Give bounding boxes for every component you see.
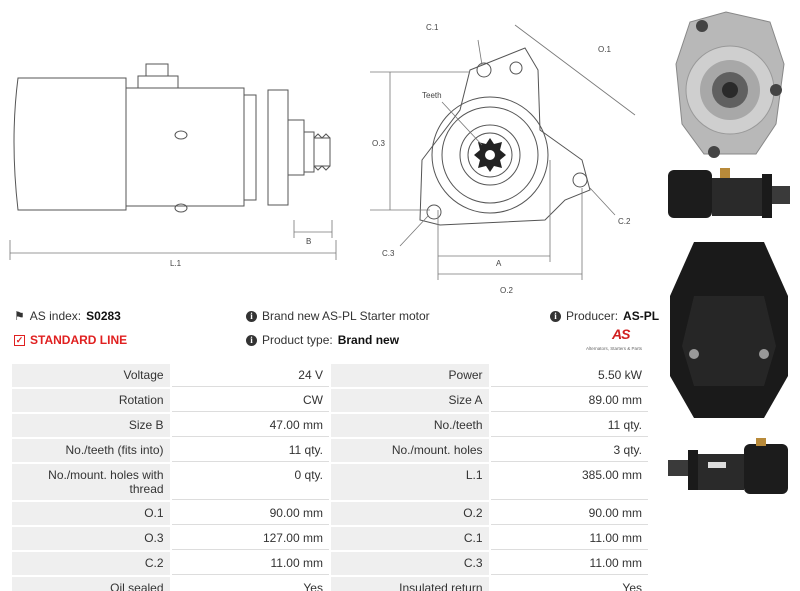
dim-o3-label: O.3 [372, 139, 385, 148]
spec-label: C.2 [12, 552, 170, 575]
spec-label: No./teeth [330, 414, 489, 437]
spec-label: O.2 [330, 502, 489, 525]
brand-row: i Brand new AS-PL Starter motor [246, 309, 430, 323]
spec-label: Insulated return [330, 577, 489, 591]
dim-o1-label: O.1 [598, 45, 611, 54]
spec-label: No./mount. holes [330, 439, 489, 462]
spec-value: Yes [171, 577, 329, 591]
as-index-row: ⚑ AS index: S0283 [14, 309, 121, 323]
logo-tagline: Alternators, Starters & Parts [586, 346, 643, 351]
spec-value: 127.00 mm [171, 527, 329, 550]
spec-value: 11.00 mm [490, 527, 648, 550]
spec-value: 90.00 mm [490, 502, 648, 525]
table-row: No./teeth (fits into)11 qty.No./mount. h… [12, 439, 648, 462]
product-photo-front[interactable] [666, 4, 794, 162]
spec-label: Rotation [12, 389, 170, 412]
as-index-value: S0283 [86, 309, 121, 323]
dim-c3-label: C.3 [382, 249, 395, 258]
info-icon: i [246, 334, 257, 346]
spec-label: C.3 [330, 552, 489, 575]
spec-value: 89.00 mm [490, 389, 648, 412]
standard-line-label: STANDARD LINE [30, 333, 128, 347]
product-photo-side[interactable] [664, 160, 794, 228]
logo-mark: AS [612, 326, 630, 342]
solenoid-body [13, 77, 127, 211]
spec-label: O.3 [12, 527, 170, 550]
dim-c1-label: C.1 [426, 23, 439, 32]
spec-value: 5.50 kW [490, 364, 648, 387]
flange-outline [419, 47, 591, 226]
product-type-value: Brand new [337, 333, 400, 347]
producer-value: AS-PL [623, 309, 660, 323]
spec-label: Voltage [12, 364, 170, 387]
spec-label: O.1 [12, 502, 170, 525]
spec-value: 11 qty. [490, 414, 648, 437]
spec-value: 24 V [171, 364, 329, 387]
motor-body [125, 87, 245, 207]
spec-label: L.1 [330, 464, 489, 500]
spec-value: 47.00 mm [171, 414, 329, 437]
spec-value: 3 qty. [490, 439, 648, 462]
dim-o2-label: O.2 [500, 286, 513, 295]
spec-value: 0 qty. [171, 464, 329, 500]
product-type-label: Product type: [262, 333, 333, 347]
spec-value: 11.00 mm [171, 552, 329, 575]
as-pl-logo[interactable]: AS Alternators, Starters & Parts [584, 326, 652, 356]
as-index-label: AS index: [29, 309, 82, 323]
dim-a-label: A [496, 259, 502, 268]
product-photo-cover[interactable] [664, 236, 794, 424]
spec-value: 11.00 mm [490, 552, 648, 575]
spec-value: Yes [490, 577, 648, 591]
producer-label: Producer: [566, 309, 619, 323]
spec-value: 385.00 mm [490, 464, 648, 500]
standard-line-row: ✓ STANDARD LINE [14, 333, 127, 347]
dim-b-label: B [306, 237, 311, 246]
dim-l1-label: L.1 [170, 259, 182, 268]
tag-icon: ⚑ [14, 309, 25, 323]
pinion [313, 137, 331, 167]
spec-value: CW [171, 389, 329, 412]
spec-value: 90.00 mm [171, 502, 329, 525]
dim-c2-label: C.2 [618, 217, 631, 226]
spec-label: No./mount. holes with thread [12, 464, 170, 500]
info-icon: i [246, 310, 257, 322]
spec-value: 11 qty. [171, 439, 329, 462]
info-icon: i [550, 310, 561, 322]
checkbox-icon: ✓ [14, 334, 25, 346]
side-view-drawing: B L.1 [9, 63, 337, 268]
brand-text: Brand new AS-PL Starter motor [262, 309, 430, 323]
front-view-drawing: C.1 O.1 Teeth O.3 C.2 C.3 A O.2 [370, 23, 636, 295]
spec-label: No./teeth (fits into) [12, 439, 170, 462]
spec-label: Size A [330, 389, 489, 412]
teeth-label: Teeth [422, 91, 442, 100]
product-type-row: i Product type: Brand new [246, 333, 399, 347]
producer-row: i Producer: AS-PL [550, 309, 659, 323]
spec-label: Oil sealed [12, 577, 170, 591]
spec-label: Size B [12, 414, 170, 437]
spec-label: C.1 [330, 527, 489, 550]
product-photo-side-2[interactable] [664, 434, 794, 504]
spec-label: Power [330, 364, 489, 387]
